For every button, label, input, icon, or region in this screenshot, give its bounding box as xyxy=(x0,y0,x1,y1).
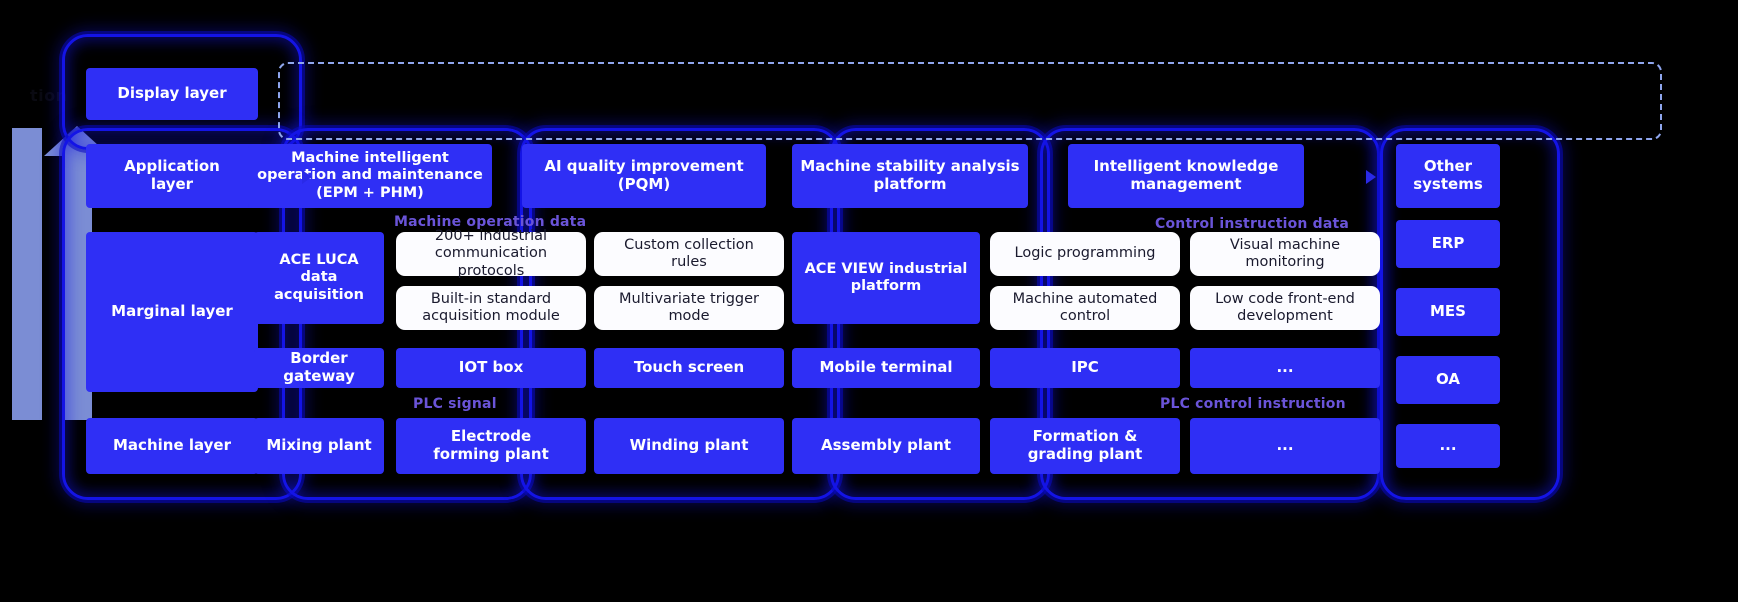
flow-label-machine-operation-data: Machine operation data xyxy=(394,214,587,230)
layer-marginal: Marginal layer xyxy=(86,232,258,392)
capsule-group-5 xyxy=(1380,128,1560,500)
card-automated-control: Machine automated control xyxy=(990,286,1180,330)
layer-machine: Machine layer xyxy=(86,418,258,474)
connector-arrow-2 xyxy=(1366,170,1376,184)
other-ellipsis: ... xyxy=(1396,424,1500,468)
clipped-left-label: tion xyxy=(30,86,68,105)
device-ellipsis: ... xyxy=(1190,348,1380,388)
flow-label-control-instruction-data: Control instruction data xyxy=(1155,216,1350,232)
oa: OA xyxy=(1396,356,1500,404)
electrode-forming-plant: Electrode forming plant xyxy=(396,418,586,474)
card-low-code: Low code front-end development xyxy=(1190,286,1380,330)
card-collection-rules: Custom collection rules xyxy=(594,232,784,276)
flow-label-plc-control-instruction: PLC control instruction xyxy=(1160,396,1346,412)
iot-box: IOT box xyxy=(396,348,586,388)
card-visual-monitoring: Visual machine monitoring xyxy=(1190,232,1380,276)
ace-luca-data-acquisition: ACE LUCA data acquisition xyxy=(254,232,384,324)
card-trigger-mode: Multivariate trigger mode xyxy=(594,286,784,330)
formation-grading-plant: Formation & grading plant xyxy=(990,418,1180,474)
touch-screen: Touch screen xyxy=(594,348,784,388)
card-protocols: 200+ industrial communication protocols xyxy=(396,228,586,279)
app-knowledge: Intelligent knowledge management xyxy=(1068,144,1304,208)
app-stability: Machine stability analysis platform xyxy=(792,144,1028,208)
winding-plant: Winding plant xyxy=(594,418,784,474)
border-gateway: Border gateway xyxy=(254,348,384,388)
app-epm-phm: Machine intelligent operation and mainte… xyxy=(248,144,492,208)
display-layer-dashed-region xyxy=(278,62,1662,140)
card-logic-programming: Logic programming xyxy=(990,232,1180,276)
machine-ellipsis: ... xyxy=(1190,418,1380,474)
ace-view-industrial-platform: ACE VIEW industrial platform xyxy=(792,232,980,324)
mixing-plant: Mixing plant xyxy=(254,418,384,474)
mes: MES xyxy=(1396,288,1500,336)
assembly-plant: Assembly plant xyxy=(792,418,980,474)
layer-display: Display layer xyxy=(86,68,258,120)
downward-flow-arrow xyxy=(12,128,42,420)
mobile-terminal: Mobile terminal xyxy=(792,348,980,388)
other-systems: Other systems xyxy=(1396,144,1500,208)
app-pqm: AI quality improvement (PQM) xyxy=(522,144,766,208)
connector-arrow-1 xyxy=(302,170,312,184)
ipc: IPC xyxy=(990,348,1180,388)
flow-label-plc-signal: PLC signal xyxy=(413,396,497,412)
card-acquisition-module: Built-in standard acquisition module xyxy=(396,286,586,330)
erp: ERP xyxy=(1396,220,1500,268)
layer-application: Application layer xyxy=(86,144,258,208)
